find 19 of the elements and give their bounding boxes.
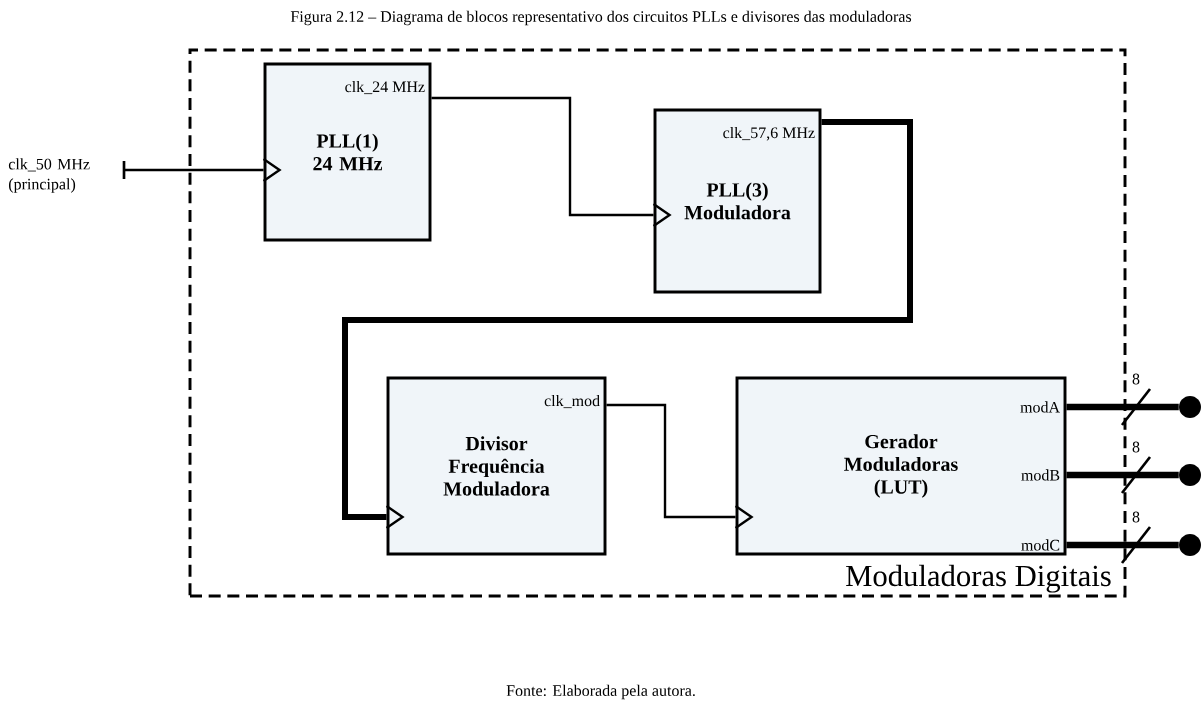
input-label: clk_50 MHz (principal) bbox=[8, 158, 90, 193]
terminal-dot bbox=[1179, 464, 1201, 486]
port-label: modC bbox=[1021, 539, 1060, 551]
terminal-dot bbox=[1179, 396, 1201, 418]
port-label: modB bbox=[1021, 469, 1060, 481]
edge-label: 8 bbox=[1130, 440, 1142, 454]
edge-label: 8 bbox=[1130, 372, 1142, 386]
port-label: clk_mod bbox=[544, 394, 600, 409]
port-label: modA bbox=[1020, 401, 1060, 413]
connector-line bbox=[606, 403, 754, 529]
connector-line bbox=[124, 158, 282, 182]
terminal-dot bbox=[1179, 534, 1201, 556]
connector-line bbox=[342, 119, 913, 529]
connector-line bbox=[431, 96, 672, 227]
port-label: clk_24 MHz bbox=[345, 80, 425, 95]
port-label: clk_57,6 MHz bbox=[723, 126, 815, 141]
figure-title: Figura 2.12 – Diagrama de blocos representativo dos circuitos PLLs e divisores das moduladoras bbox=[290, 10, 912, 26]
source-note: Fonte: Elaborada pela autora. bbox=[506, 684, 695, 700]
edge-label: 8 bbox=[1130, 510, 1142, 524]
